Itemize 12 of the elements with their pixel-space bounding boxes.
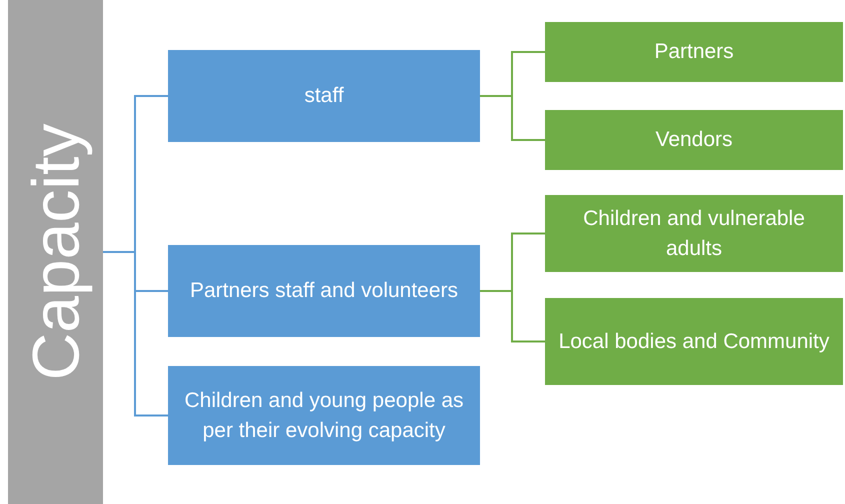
process-box: Partners: [545, 22, 843, 82]
process-box: staff: [168, 50, 480, 142]
process-box: Local bodies and Community: [545, 298, 843, 385]
connector-line: [103, 251, 168, 416]
process-box: Children and young people as per their evolving capacity: [168, 366, 480, 465]
process-box: Children and vulnerable adults: [545, 195, 843, 272]
connector-line: [480, 290, 545, 342]
vertical-title: Capacity: [18, 124, 94, 380]
process-box: Partners staff and volunteers: [168, 245, 480, 337]
process-box: Vendors: [545, 110, 843, 170]
title-bar: [8, 0, 103, 504]
connector-line: [480, 95, 545, 141]
